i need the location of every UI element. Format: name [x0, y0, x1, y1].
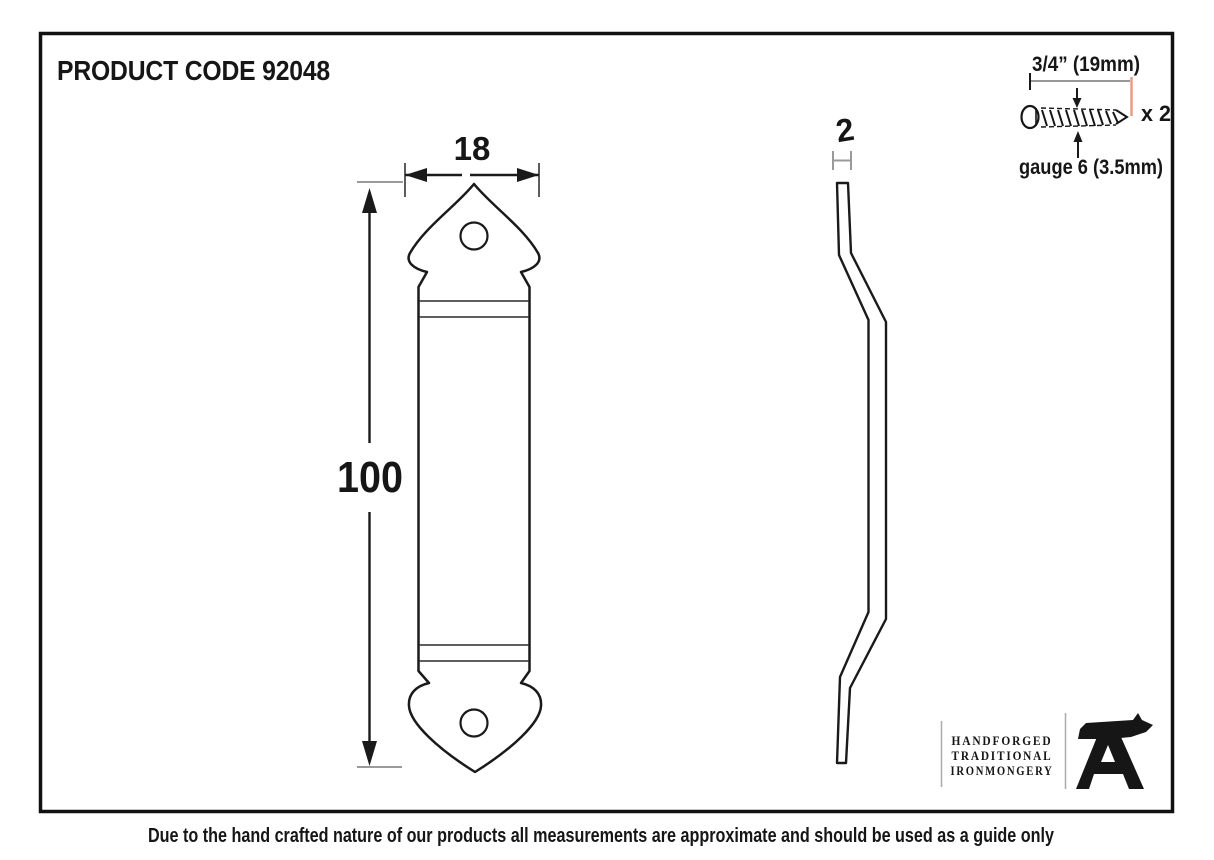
screw-quantity-label: x 2 — [1141, 101, 1171, 126]
right-arrowhead — [517, 168, 539, 182]
side-profile-outline — [835, 181, 888, 765]
front-view — [407, 182, 543, 774]
side-view — [835, 181, 888, 765]
logo-text-line3: IRONMONGERY — [951, 764, 1054, 778]
down-arrowhead — [362, 741, 377, 766]
anvil-icon — [1076, 713, 1153, 789]
screw-detail: 3/4” (19mm) — [1019, 53, 1171, 179]
down-arrow — [1072, 88, 1082, 108]
logo-text-line2: TRADITIONAL — [952, 749, 1053, 763]
bottom-screw-hole — [459, 708, 489, 738]
up-arrowhead — [362, 188, 377, 213]
logo-text-line1: HANDFORGED — [952, 734, 1053, 748]
width-dimension-label: 18 — [454, 130, 491, 167]
plate-outline — [407, 182, 543, 774]
width-dimension: 18 — [404, 130, 540, 197]
height-dimension-label: 100 — [337, 453, 403, 502]
bend-lines — [419, 300, 529, 662]
drawing-border — [38, 31, 1175, 814]
height-dimension: 100 — [337, 181, 403, 768]
product-code-label: PRODUCT CODE 92048 — [57, 55, 330, 86]
thickness-dimension: 2 — [832, 111, 857, 170]
screw-gauge-label: gauge 6 (3.5mm) — [1019, 156, 1163, 179]
left-arrowhead — [405, 168, 427, 182]
top-screw-hole — [459, 221, 489, 251]
disclaimer-text: Due to the hand crafted nature of our pr… — [148, 825, 1055, 847]
up-arrow — [1073, 131, 1083, 158]
thickness-dimension-label: 2 — [833, 111, 856, 149]
screw-icon — [1020, 104, 1129, 130]
screw-length-label: 3/4” (19mm) — [1032, 53, 1140, 76]
brand-logo: HANDFORGED TRADITIONAL IRONMONGERY — [940, 713, 1153, 789]
